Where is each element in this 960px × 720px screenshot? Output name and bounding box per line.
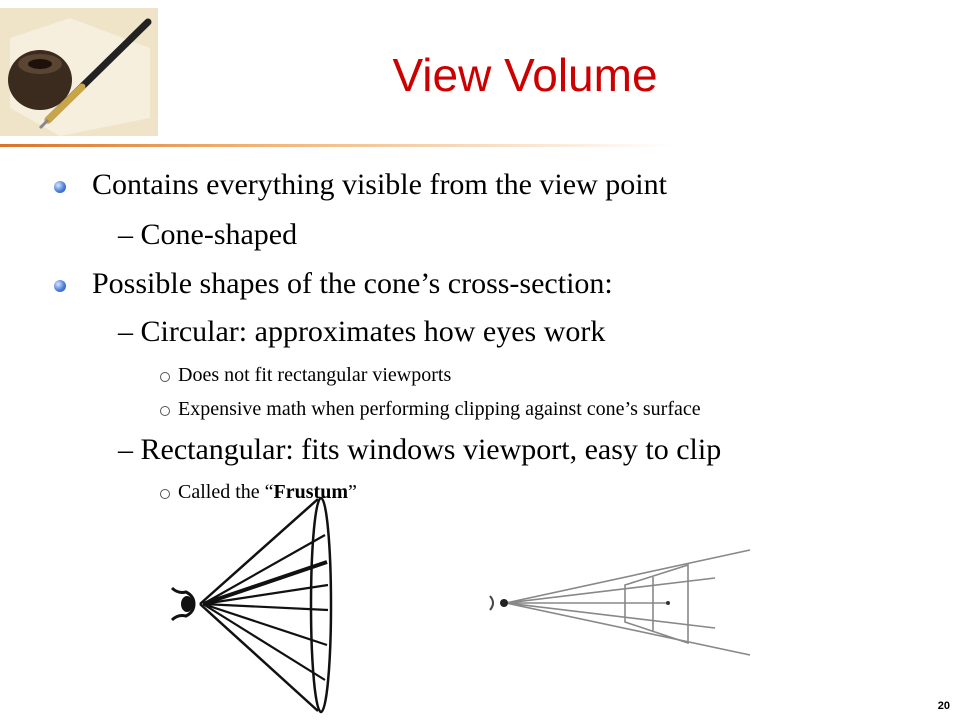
blue-sphere-bullet-icon	[54, 181, 66, 193]
frustum-term: Frustum	[273, 481, 348, 503]
title-divider	[0, 144, 960, 147]
sub-bullet-circular: – Circular: approximates how eyes work	[118, 315, 606, 348]
sub-sub-bullet-viewports: Does not fit rectangular viewports	[178, 364, 452, 386]
hollow-circle-bullet-icon	[160, 406, 170, 416]
frustum-diagram	[489, 549, 751, 656]
bullet-possible-shapes: Possible shapes of the cone’s cross-sect…	[92, 267, 613, 300]
frustum-suffix: ”	[347, 481, 357, 503]
sub-bullet-cone-shaped: – Cone-shaped	[118, 218, 298, 251]
bullet-contains-everything: Contains everything visible from the vie…	[92, 168, 667, 201]
blue-sphere-bullet-icon	[54, 280, 66, 292]
circular-cone-diagram	[170, 496, 333, 714]
page-number: 20	[937, 700, 950, 712]
sub-bullet-rectangular: – Rectangular: fits windows viewport, ea…	[118, 433, 722, 466]
hollow-circle-bullet-icon	[160, 489, 170, 499]
frustum-prefix: Called the “	[178, 481, 274, 503]
hollow-circle-bullet-icon	[160, 372, 170, 382]
pen-and-inkwell-image	[0, 8, 158, 136]
sub-sub-bullet-expensive-math: Expensive math when performing clipping …	[178, 398, 701, 420]
sub-sub-bullet-frustum: Called the “Frustum”	[178, 481, 357, 504]
slide-title: View Volume	[392, 49, 658, 101]
